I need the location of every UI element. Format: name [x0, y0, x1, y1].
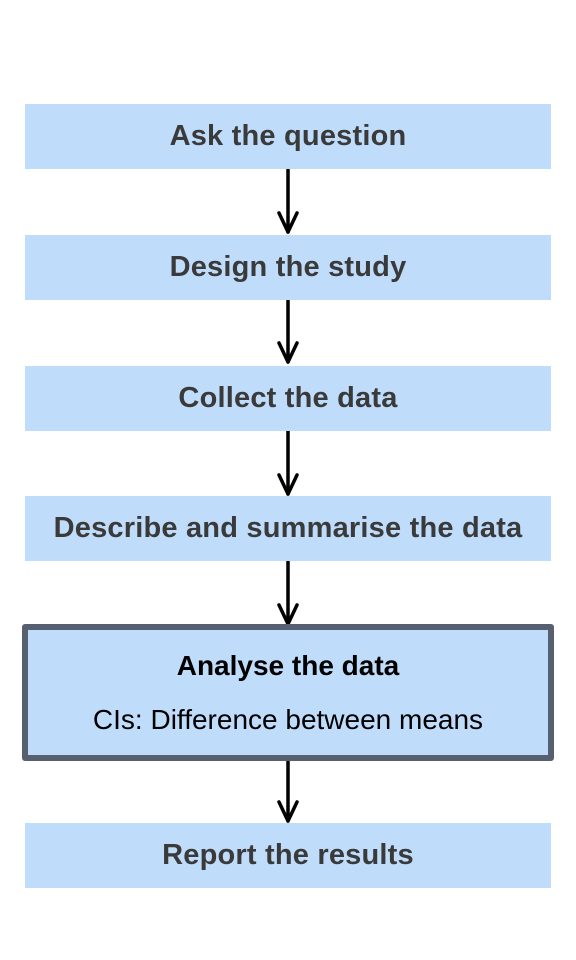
step-label: Collect the data: [178, 382, 398, 414]
step-describe-summarise: Describe and summarise the data: [25, 496, 551, 561]
step-label: Report the results: [162, 839, 414, 871]
step-label: Ask the question: [169, 120, 407, 152]
arrow-3: [277, 429, 299, 496]
arrow-2: [277, 298, 299, 364]
step-analyse-data: Analyse the data CIs: Difference between…: [22, 624, 554, 761]
arrow-1: [277, 167, 299, 234]
step-report-results: Report the results: [25, 823, 551, 888]
step-label: Describe and summarise the data: [53, 512, 523, 544]
step-ask-question: Ask the question: [25, 104, 551, 169]
arrow-5: [277, 759, 299, 823]
step-label: Design the study: [169, 251, 407, 283]
step-collect-data: Collect the data: [25, 366, 551, 431]
step-design-study: Design the study: [25, 235, 551, 300]
step-label: Analyse the data: [176, 649, 400, 681]
arrow-4: [277, 559, 299, 626]
step-sublabel: CIs: Difference between means: [92, 703, 484, 735]
